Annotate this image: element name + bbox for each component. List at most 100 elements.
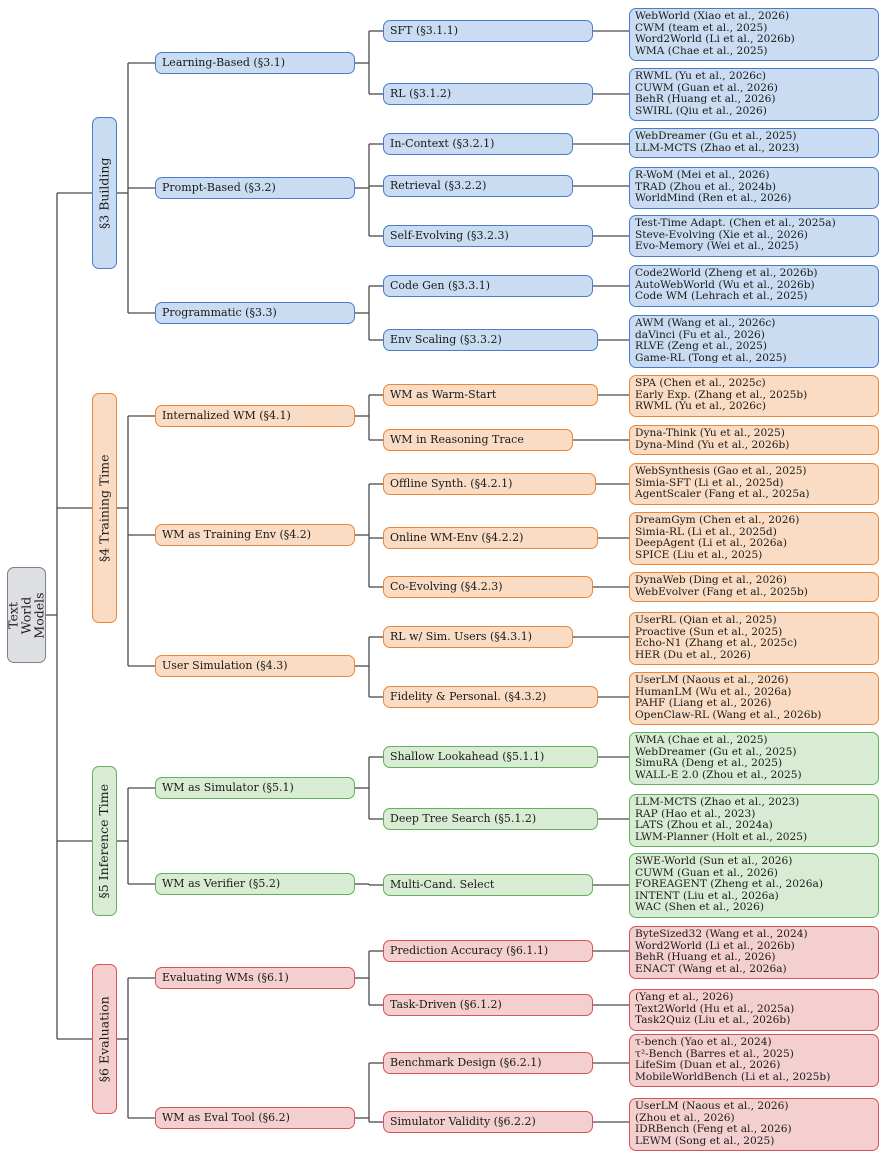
- reference-item: SWIRL (Qiu et al., 2026): [635, 104, 767, 117]
- category-node: WM in Reasoning Trace: [383, 429, 573, 451]
- reference-list: RWML (Yu et al., 2026c)CUWM (Guan et al.…: [629, 68, 879, 122]
- reference-item: RWML (Yu et al., 2026c): [635, 400, 767, 413]
- root-node: Text World Models: [6, 567, 47, 663]
- reference-list: ByteSized32 (Wang et al., 2024)Word2Worl…: [629, 926, 879, 980]
- reference-item: (Yang et al., 2026): [635, 991, 734, 1003]
- category-node: Code Gen (§3.3.1): [383, 275, 593, 297]
- reference-list: UserLM (Naous et al., 2026)(Zhou et al.,…: [629, 1098, 879, 1152]
- category-node: Shallow Lookahead (§5.1.1): [383, 746, 598, 768]
- reference-list: WMA (Chae et al., 2025)WebDreamer (Gu et…: [629, 732, 879, 786]
- section-label: §4 Training Time: [96, 454, 112, 562]
- reference-list: WebSynthesis (Gao et al., 2025)Simia-SFT…: [629, 463, 879, 505]
- subsection-node: WM as Eval Tool (§6.2): [155, 1107, 355, 1129]
- reference-item: SPICE (Liu et al., 2025): [635, 548, 763, 561]
- reference-item: LEWM (Song et al., 2025): [635, 1134, 775, 1147]
- reference-item: Dyna-Mind (Yu et al., 2026b): [635, 438, 790, 451]
- reference-list: (Yang et al., 2026)Text2World (Hu et al.…: [629, 989, 879, 1031]
- category-node: WM as Warm-Start: [383, 384, 598, 406]
- reference-item: AWM (Wang et al., 2026c): [635, 317, 776, 329]
- category-node: Task-Driven (§6.1.2): [383, 994, 593, 1016]
- reference-list: LLM-MCTS (Zhao et al., 2023)RAP (Hao et …: [629, 794, 879, 848]
- reference-item: BehR (Huang et al., 2026): [635, 951, 776, 964]
- reference-item: Code2World (Zheng et al., 2026b): [635, 267, 818, 279]
- reference-item: Task2Quiz (Liu et al., 2026b): [635, 1014, 791, 1027]
- reference-list: SWE-World (Sun et al., 2026)CUWM (Guan e…: [629, 853, 879, 918]
- category-node: Prediction Accuracy (§6.1.1): [383, 940, 593, 962]
- section-node: §4 Training Time: [92, 393, 117, 623]
- reference-item: τ²-Bench (Barres et al., 2025): [635, 1047, 794, 1060]
- reference-list: Test-Time Adapt. (Chen et al., 2025a)Ste…: [629, 215, 879, 257]
- reference-list: SPA (Chen et al., 2025c)Early Exp. (Zhan…: [629, 375, 879, 417]
- reference-item: MobileWorldBench (Li et al., 2025b): [635, 1070, 831, 1083]
- section-label: §6 Evaluation: [96, 996, 112, 1082]
- reference-item: WMA (Chae et al., 2025): [635, 734, 768, 746]
- reference-item: WMA (Chae et al., 2025): [635, 44, 768, 57]
- category-node: Retrieval (§3.2.2): [383, 175, 573, 197]
- reference-item: Echo-N1 (Zhang et al., 2025c): [635, 637, 798, 650]
- reference-item: Word2World (Li et al., 2026b): [635, 33, 795, 46]
- reference-item: LATS (Zhou et al., 2024a): [635, 819, 773, 832]
- category-node: Multi-Cand. Select: [383, 874, 593, 896]
- reference-item: DynaWeb (Ding et al., 2026): [635, 574, 787, 586]
- reference-item: IDRBench (Feng et al., 2026): [635, 1123, 792, 1136]
- category-node: Benchmark Design (§6.2.1): [383, 1052, 593, 1074]
- reference-item: LWM-Planner (Holt et al., 2025): [635, 830, 808, 843]
- reference-item: CUWM (Guan et al., 2026): [635, 81, 778, 94]
- section-label: §5 Inference Time: [96, 783, 112, 899]
- reference-item: HumanLM (Wu et al., 2026a): [635, 685, 792, 698]
- reference-item: Code WM (Lehrach et al., 2025): [635, 290, 808, 303]
- section-label: §3 Building: [96, 157, 112, 229]
- section-node: §5 Inference Time: [92, 766, 117, 916]
- subsection-node: Learning-Based (§3.1): [155, 52, 355, 74]
- reference-item: CWM (team et al., 2025): [635, 21, 768, 34]
- reference-list: τ-bench (Yao et al., 2024)τ²-Bench (Barr…: [629, 1034, 879, 1088]
- reference-item: WebWorld (Xiao et al., 2026): [635, 10, 790, 22]
- reference-item: Evo-Memory (Wei et al., 2025): [635, 240, 799, 253]
- reference-item: DreamGym (Chen et al., 2026): [635, 514, 800, 526]
- reference-item: SWE-World (Sun et al., 2026): [635, 855, 793, 867]
- reference-item: WebDreamer (Gu et al., 2025): [635, 130, 797, 142]
- reference-item: WebSynthesis (Gao et al., 2025): [635, 465, 807, 477]
- reference-item: DeepAgent (Li et al., 2026a): [635, 537, 787, 550]
- reference-item: Text2World (Hu et al., 2025a): [635, 1002, 795, 1015]
- reference-item: RWML (Yu et al., 2026c): [635, 70, 767, 82]
- reference-item: ENACT (Wang et al., 2026a): [635, 962, 787, 975]
- reference-item: (Zhou et al., 2026): [635, 1111, 735, 1124]
- category-node: SFT (§3.1.1): [383, 20, 593, 42]
- reference-item: HER (Du et al., 2026): [635, 648, 751, 661]
- reference-item: Simia-RL (Li et al., 2025d): [635, 525, 777, 538]
- reference-list: Dyna-Think (Yu et al., 2025)Dyna-Mind (Y…: [629, 425, 879, 456]
- reference-item: RAP (Hao et al., 2023): [635, 807, 756, 820]
- reference-item: LLM-MCTS (Zhao et al., 2023): [635, 141, 800, 154]
- section-node: §3 Building: [92, 117, 117, 269]
- reference-list: DreamGym (Chen et al., 2026)Simia-RL (Li…: [629, 512, 879, 566]
- reference-item: Steve-Evolving (Xie et al., 2026): [635, 228, 808, 241]
- reference-item: OpenClaw-RL (Wang et al., 2026b): [635, 708, 822, 721]
- reference-item: AgentScaler (Fang et al., 2025a): [635, 488, 810, 501]
- reference-list: UserLM (Naous et al., 2026)HumanLM (Wu e…: [629, 672, 879, 726]
- subsection-node: Evaluating WMs (§6.1): [155, 967, 355, 989]
- reference-item: WAC (Shen et al., 2026): [635, 901, 764, 914]
- reference-list: UserRL (Qian et al., 2025)Proactive (Sun…: [629, 612, 879, 666]
- reference-list: AWM (Wang et al., 2026c)daVinci (Fu et a…: [629, 315, 879, 369]
- reference-item: TRAD (Zhou et al., 2024b): [635, 180, 777, 193]
- reference-list: R-WoM (Mei et al., 2026)TRAD (Zhou et al…: [629, 167, 879, 209]
- subsection-node: WM as Verifier (§5.2): [155, 873, 355, 895]
- category-node: Self-Evolving (§3.2.3): [383, 225, 593, 247]
- reference-item: WorldMind (Ren et al., 2026): [635, 192, 792, 205]
- category-node: Online WM-Env (§4.2.2): [383, 527, 598, 549]
- category-node: Simulator Validity (§6.2.2): [383, 1111, 593, 1133]
- reference-list: WebDreamer (Gu et al., 2025)LLM-MCTS (Zh…: [629, 128, 879, 159]
- reference-item: SPA (Chen et al., 2025c): [635, 377, 766, 389]
- reference-list: DynaWeb (Ding et al., 2026)WebEvolver (F…: [629, 572, 879, 603]
- subsection-node: Programmatic (§3.3): [155, 302, 355, 324]
- reference-item: WebDreamer (Gu et al., 2025): [635, 745, 797, 758]
- category-node: Deep Tree Search (§5.1.2): [383, 808, 598, 830]
- reference-item: UserRL (Qian et al., 2025): [635, 614, 777, 626]
- reference-item: FOREAGENT (Zheng et al., 2026a): [635, 878, 823, 891]
- subsection-node: WM as Simulator (§5.1): [155, 777, 355, 799]
- reference-item: CUWM (Guan et al., 2026): [635, 866, 778, 879]
- reference-item: PAHF (Liang et al., 2026): [635, 697, 772, 710]
- reference-item: Test-Time Adapt. (Chen et al., 2025a): [635, 217, 836, 229]
- reference-item: Dyna-Think (Yu et al., 2025): [635, 427, 785, 439]
